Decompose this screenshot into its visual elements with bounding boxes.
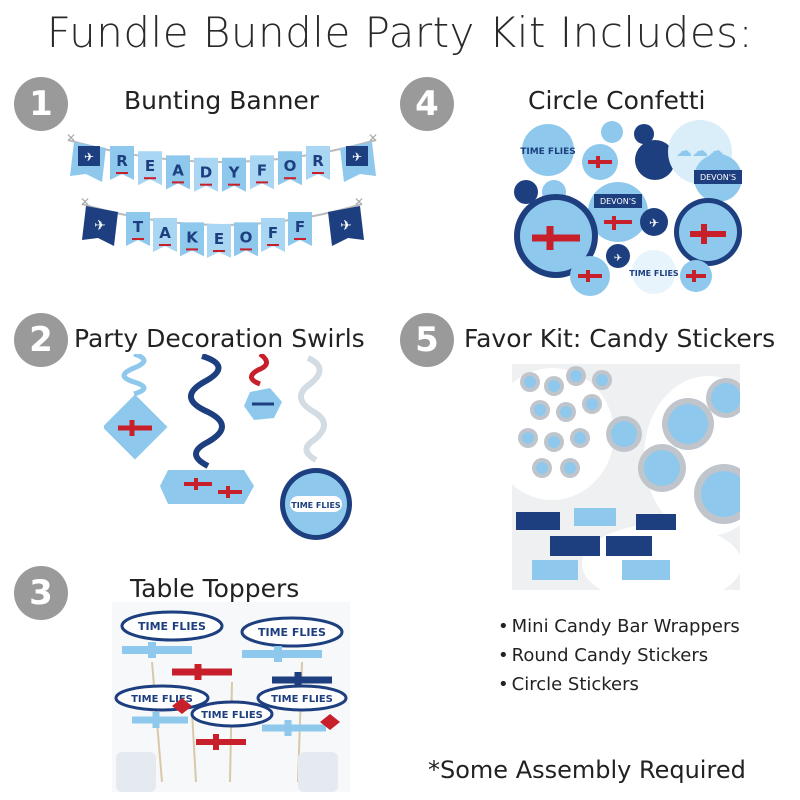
banner-letter: O: [240, 228, 253, 246]
favor-kit-list: Mini Candy Bar Wrappers Round Candy Stic…: [498, 612, 740, 699]
banner-pennant: [166, 155, 190, 190]
section-2-badge: 2: [14, 313, 68, 367]
banner-pennant: [250, 155, 274, 190]
banner-pennant: [180, 222, 204, 257]
svg-text:TIME FLIES: TIME FLIES: [629, 269, 679, 278]
list-item: Round Candy Stickers: [498, 641, 740, 670]
svg-text:TIME FLIES: TIME FLIES: [520, 147, 576, 157]
banner-letter: F: [295, 218, 305, 236]
banner-pennant: [261, 218, 285, 252]
svg-text:TIME FLIES: TIME FLIES: [291, 501, 341, 510]
svg-text:TIME FLIES: TIME FLIES: [131, 694, 193, 705]
confetti-name-text: DEVON'S: [600, 197, 636, 206]
section-1-badge: 1: [14, 77, 68, 131]
list-item: Mini Candy Bar Wrappers: [498, 612, 740, 641]
banner-letter: O: [284, 157, 297, 175]
banner-letter: E: [145, 157, 155, 175]
banner-pennant: [153, 218, 177, 252]
candy-stickers-image: [512, 364, 740, 590]
banner-pennant: [288, 212, 312, 246]
circle-confetti-image: TIME FLIES ☁☁☁ DEVON'S DEVON'S ✈ ✈ TIME …: [514, 120, 742, 296]
svg-text:✕: ✕: [354, 195, 364, 209]
svg-text:✈: ✈: [352, 150, 362, 164]
svg-text:✈: ✈: [649, 216, 659, 230]
banner-letter: D: [200, 164, 212, 182]
banner-pennant: [207, 224, 231, 258]
banner-letter: T: [133, 218, 144, 236]
svg-text:✈: ✈: [340, 218, 352, 234]
svg-text:TIME FLIES: TIME FLIES: [201, 710, 263, 721]
topper-text: TIME FLIES: [138, 620, 206, 633]
banner-letter: F: [257, 161, 267, 179]
section-3-label: Table Toppers: [130, 574, 300, 603]
list-item: Circle Stickers: [498, 670, 740, 699]
svg-text:✕: ✕: [368, 131, 378, 145]
banner-letter: A: [159, 224, 171, 242]
page-title: Fundle Bundle Party Kit Includes:: [46, 8, 754, 57]
banner-pennant: [278, 151, 302, 186]
banner-pennant: [110, 146, 134, 180]
banner-letter: F: [268, 224, 278, 242]
banner-pennant: [194, 157, 218, 192]
table-toppers-image: TIME FLIES TIME FLIES TIME FLIES TIME FL…: [112, 602, 350, 792]
banner-pennant: [126, 212, 150, 246]
section-4-badge: 4: [400, 77, 454, 131]
svg-text:DEVON'S: DEVON'S: [700, 173, 736, 182]
banner-letter: R: [116, 152, 128, 170]
banner-letter: Y: [228, 164, 241, 182]
banner-letter: E: [214, 230, 224, 248]
decoration-swirls-image: TIME FLIES: [104, 354, 352, 540]
svg-text:✈: ✈: [84, 150, 94, 164]
assembly-note: *Some Assembly Required: [428, 756, 746, 784]
section-2-label: Party Decoration Swirls: [74, 324, 365, 353]
svg-text:TIME FLIES: TIME FLIES: [271, 694, 333, 705]
section-5-badge: 5: [400, 313, 454, 367]
svg-text:✕: ✕: [80, 195, 90, 209]
banner-letter: K: [186, 228, 199, 246]
section-4-label: Circle Confetti: [528, 86, 706, 115]
svg-text:✈: ✈: [614, 253, 622, 264]
banner-pennant: [138, 151, 162, 186]
banner-pennant: [234, 222, 258, 257]
svg-text:✕: ✕: [66, 131, 76, 145]
banner-letter: A: [172, 161, 184, 179]
banner-pennant: [306, 146, 330, 180]
svg-text:TIME FLIES: TIME FLIES: [258, 626, 326, 639]
section-1-label: Bunting Banner: [124, 86, 320, 115]
banner-letter: R: [312, 152, 324, 170]
section-5-label: Favor Kit: Candy Stickers: [464, 324, 776, 353]
section-3-badge: 3: [14, 566, 68, 620]
svg-text:✈: ✈: [94, 218, 106, 234]
banner-pennant: [222, 157, 246, 192]
